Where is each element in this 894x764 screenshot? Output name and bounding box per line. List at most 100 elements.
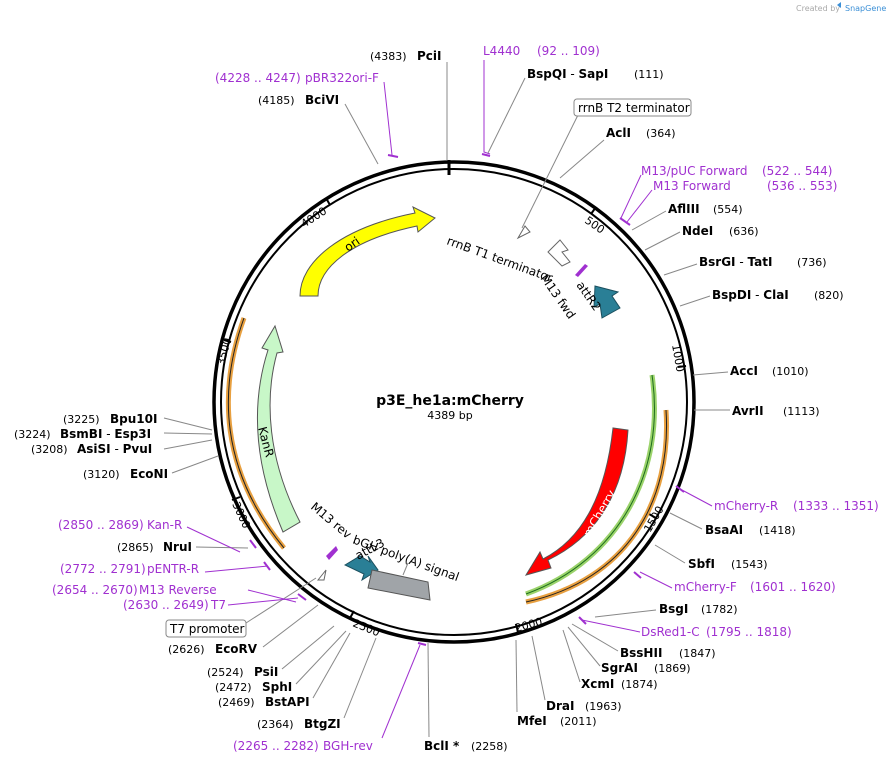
enzyme-bstapi-pos: (2469) (218, 696, 255, 709)
kanr-feature[interactable] (256, 324, 301, 533)
enzyme-ecorv[interactable]: EcoRV (215, 642, 258, 656)
primer-l4440[interactable]: L4440 (483, 44, 520, 58)
enzyme-sphi-pos: (2472) (215, 681, 252, 694)
primer-m13fwd-pos: (536 .. 553) (767, 179, 837, 193)
enzyme-pcii-pos: (4383) (370, 50, 407, 63)
enzyme-acli[interactable]: AclI (606, 126, 631, 140)
attr2-feature[interactable] (593, 285, 621, 319)
enzyme-sgrai[interactable]: SgrAI (601, 661, 638, 675)
enzyme-bspdi-pos: (820) (814, 289, 844, 302)
enzyme-acci-pos: (1010) (772, 365, 809, 378)
primer-kanr[interactable]: Kan-R (147, 518, 182, 532)
t7-feature[interactable] (316, 569, 327, 581)
ori-feature[interactable] (299, 206, 436, 297)
primer-pentr-pos: (2772 .. 2791) (60, 562, 146, 576)
enzyme-btgzi-pos: (2364) (257, 718, 294, 731)
backbone-circle (212, 160, 696, 644)
enzyme-acli-pos: (364) (646, 127, 676, 140)
m13fwd-feature[interactable] (575, 264, 588, 277)
mcherry-orf-line (525, 374, 655, 595)
enzyme-sbfi-pos: (1543) (731, 558, 768, 571)
primer-pentr[interactable]: pENTR-R (147, 562, 199, 576)
enzyme-bsshii-pos: (1847) (679, 647, 716, 660)
enzyme-bpu10i-pos: (3225) (63, 413, 100, 426)
primer-mcherryr[interactable]: mCherry-R (714, 499, 778, 513)
enzyme-bsaai[interactable]: BsaAI (705, 523, 743, 537)
backbone-circle-inner (220, 168, 688, 636)
enzyme-bsmbi-pos: (3224) (14, 428, 51, 441)
primer-t7[interactable]: T7 (210, 598, 226, 612)
enzyme-bcli-pos: (2258) (471, 740, 508, 753)
enzyme-bsrgi[interactable]: BsrGI - TatI (699, 255, 772, 269)
enzyme-sphi[interactable]: SphI (262, 680, 292, 694)
enzyme-bspqi[interactable]: BspQI - SapI (527, 67, 608, 81)
primer-dsred[interactable]: DsRed1-C (641, 625, 700, 639)
enzyme-avrii-pos: (1113) (783, 405, 820, 418)
primer-m13fwd[interactable]: M13 Forward (653, 179, 731, 193)
snapgene-logo-icon (837, 2, 841, 8)
enzyme-ndei[interactable]: NdeI (682, 224, 713, 238)
primer-m13puc[interactable]: M13/pUC Forward (641, 164, 748, 178)
enzyme-bsgi-pos: (1782) (701, 603, 738, 616)
enzyme-bpu10i[interactable]: Bpu10I (110, 412, 157, 426)
enzyme-bsshii[interactable]: BssHII (620, 646, 662, 660)
bgh-feature[interactable] (367, 569, 431, 601)
rrnb-t2-feature[interactable] (516, 225, 531, 240)
enzyme-bcli[interactable]: BclI * (424, 739, 460, 753)
enzyme-xcmi-pos: (1874) (621, 678, 658, 691)
primer-pbr322[interactable]: pBR322ori-F (305, 71, 379, 85)
enzyme-bsrgi-pos: (736) (797, 256, 827, 269)
enzyme-bsmbi[interactable]: BsmBI - Esp3I (60, 427, 151, 441)
tick-500: 500 (582, 214, 607, 237)
enzyme-psti[interactable]: PsiI (254, 665, 278, 679)
rrnb-t1-feature[interactable] (547, 239, 571, 267)
enzyme-btgzi[interactable]: BtgZI (304, 717, 341, 731)
rrnb-t1-label: rrnB T1 terminator (445, 234, 555, 285)
primer-pbr322-pos: (4228 .. 4247) (215, 71, 301, 85)
m13rev-label: M13 rev (308, 500, 354, 542)
primer-mcherryr-pos: (1333 .. 1351) (793, 499, 879, 513)
primer-m13rev-pos: (2654 .. 2670) (52, 583, 138, 597)
enzyme-econi[interactable]: EcoNI (130, 467, 168, 481)
plasmid-name: p3E_he1a:mCherry (376, 393, 524, 409)
enzyme-pcii[interactable]: PciI (417, 49, 442, 63)
enzyme-bspqi-pos: (111) (634, 68, 664, 81)
primer-bghrev[interactable]: BGH-rev (323, 739, 373, 753)
enzyme-bspdi[interactable]: BspDI - ClaI (712, 288, 789, 302)
enzyme-sbfi[interactable]: SbfI (688, 557, 715, 571)
mcherry-feature[interactable] (524, 427, 629, 576)
enzyme-acci[interactable]: AccI (730, 364, 758, 378)
enzyme-asisi[interactable]: AsiSI - PvuI (77, 442, 152, 456)
enzyme-afliii[interactable]: AflIII (668, 202, 700, 216)
rrnb-t2-label: rrnB T2 terminator (578, 101, 690, 115)
tick-2500: 2500 (351, 617, 382, 640)
kanr-orf-line (227, 317, 285, 549)
enzyme-bcivi-pos: (4185) (258, 94, 295, 107)
primer-dsred-pos: (1795 .. 1818) (706, 625, 792, 639)
t7-promoter-box[interactable] (165, 619, 247, 638)
enzyme-nrui[interactable]: NruI (163, 540, 192, 554)
enzyme-afliii-pos: (554) (713, 203, 743, 216)
primer-kanr-pos: (2850 .. 2869) (58, 518, 144, 532)
primer-mcherryf[interactable]: mCherry-F (674, 580, 737, 594)
primer-m13rev[interactable]: M13 Reverse (139, 583, 217, 597)
tick-1000: 1000 (669, 343, 687, 373)
rrnb-t2-box[interactable] (573, 98, 692, 117)
primer-mcherryf-pos: (1601 .. 1620) (750, 580, 836, 594)
enzyme-bcivi[interactable]: BciVI (305, 93, 339, 107)
enzyme-avrii[interactable]: AvrII (732, 404, 764, 418)
t7-promoter-label: T7 promoter (169, 622, 245, 636)
enzyme-drai[interactable]: DraI (546, 699, 574, 713)
enzyme-asisi-pos: (3208) (31, 443, 68, 456)
enzyme-bstapi[interactable]: BstAPI (265, 695, 310, 709)
enzyme-xcmi[interactable]: XcmI (581, 677, 614, 691)
attl3-feature[interactable] (343, 555, 379, 582)
enzyme-bsgi[interactable]: BsgI (659, 602, 688, 616)
m13rev-feature[interactable] (326, 546, 338, 560)
enzyme-psti-pos: (2524) (207, 666, 244, 679)
enzyme-econi-pos: (3120) (83, 468, 120, 481)
enzyme-drai-pos: (1963) (585, 700, 622, 713)
primer-bghrev-pos: (2265 .. 2282) (233, 739, 319, 753)
enzyme-mfei[interactable]: MfeI (517, 714, 547, 728)
